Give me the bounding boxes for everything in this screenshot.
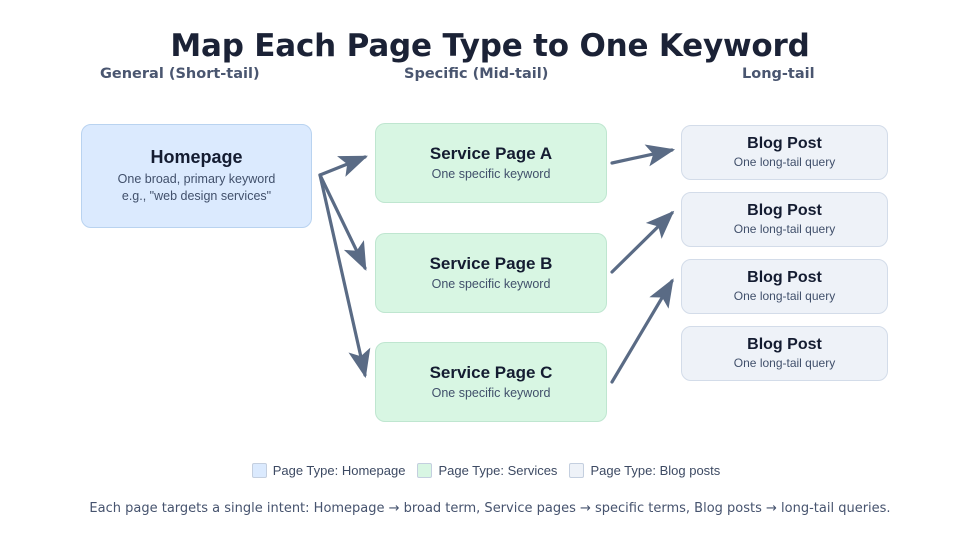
node-service-b-subtitle: One specific keyword xyxy=(431,276,551,291)
legend: Page Type: Homepage Page Type: Services … xyxy=(0,463,980,478)
node-service-page-b[interactable]: Service Page B One specific keyword xyxy=(375,233,607,313)
edge-service-c-to-blog-3 xyxy=(610,278,674,384)
node-blog-3-subtitle: One long-tail query xyxy=(733,288,836,303)
node-homepage-line1: One broad, primary keyword xyxy=(117,171,276,186)
node-service-c-subtitle: One specific keyword xyxy=(431,385,551,400)
node-blog-1-subtitle: One long-tail query xyxy=(733,154,836,169)
legend-swatch-services xyxy=(417,463,433,478)
edge-homepage-to-service-b xyxy=(318,173,367,271)
edge-service-a-to-blog-1 xyxy=(610,144,676,167)
legend-label-services: Page Type: Services xyxy=(438,463,558,478)
legend-item-homepage[interactable]: Page Type: Homepage xyxy=(251,463,414,478)
node-blog-post-2[interactable]: Blog Post One long-tail query xyxy=(681,192,888,247)
legend-item-services[interactable]: Page Type: Services xyxy=(417,463,565,478)
column-header-specific: Specific (Mid-tail) xyxy=(404,66,549,82)
edge-homepage-to-service-c xyxy=(318,173,371,379)
node-blog-post-1[interactable]: Blog Post One long-tail query xyxy=(681,125,888,180)
legend-swatch-homepage xyxy=(251,463,267,478)
node-blog-post-4[interactable]: Blog Post One long-tail query xyxy=(681,326,888,381)
node-service-b-title: Service Page B xyxy=(429,253,553,273)
node-blog-2-title: Blog Post xyxy=(747,201,822,219)
node-homepage-title: Homepage xyxy=(150,147,243,167)
node-blog-2-subtitle: One long-tail query xyxy=(733,221,836,236)
page-title: Map Each Page Type to One Keyword xyxy=(170,28,810,64)
legend-item-blog-posts[interactable]: Page Type: Blog posts xyxy=(569,463,728,478)
column-header-general: General (Short-tail) xyxy=(100,66,260,82)
node-service-c-title: Service Page C xyxy=(429,362,553,382)
node-blog-4-title: Blog Post xyxy=(747,335,822,353)
edge-service-b-to-blog-2 xyxy=(610,210,675,274)
node-homepage[interactable]: Homepage One broad, primary keyword e.g.… xyxy=(81,124,312,228)
legend-swatch-blog-posts xyxy=(569,463,585,478)
node-blog-4-subtitle: One long-tail query xyxy=(733,355,836,370)
edge-homepage-to-service-a xyxy=(318,155,368,177)
node-homepage-line2: e.g., "web design services" xyxy=(121,189,272,204)
legend-label-blog-posts: Page Type: Blog posts xyxy=(590,463,721,478)
node-blog-3-title: Blog Post xyxy=(747,268,822,286)
node-service-page-c[interactable]: Service Page C One specific keyword xyxy=(375,342,607,422)
node-blog-1-title: Blog Post xyxy=(747,134,822,152)
node-service-a-title: Service Page A xyxy=(429,143,553,163)
node-blog-post-3[interactable]: Blog Post One long-tail query xyxy=(681,259,888,314)
column-header-longtail: Long-tail xyxy=(742,66,815,82)
node-service-a-subtitle: One specific keyword xyxy=(431,166,551,181)
node-service-page-a[interactable]: Service Page A One specific keyword xyxy=(375,123,607,203)
footnote: Each page targets a single intent: Homep… xyxy=(89,501,891,516)
legend-label-homepage: Page Type: Homepage xyxy=(272,463,406,478)
